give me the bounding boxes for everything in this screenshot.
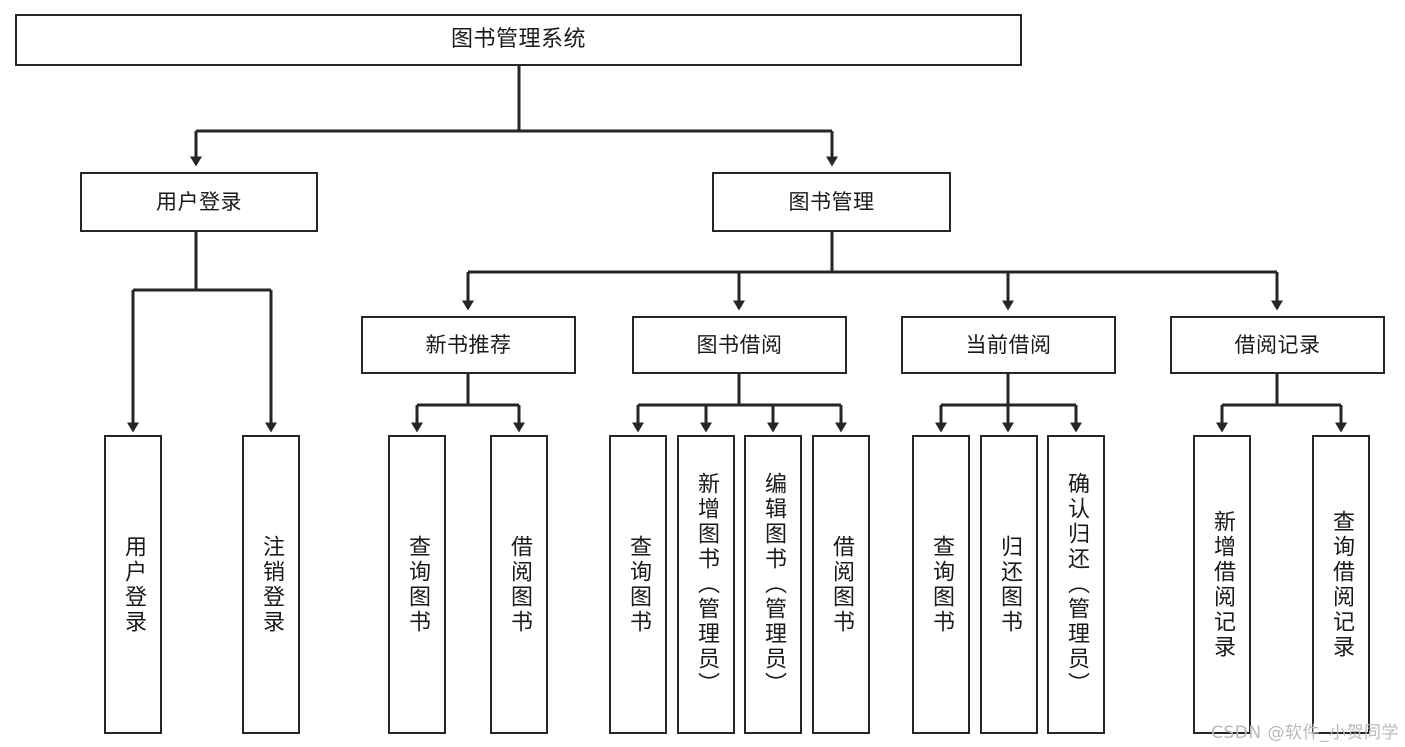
node-leaf-add-record[interactable]: 新增借阅记录 bbox=[1193, 435, 1251, 734]
node-leaf-return-book-label: 归还图书 bbox=[997, 534, 1022, 635]
node-leaf-edit-book-label: 编辑图书（管理员） bbox=[761, 472, 786, 697]
node-leaf-return-book[interactable]: 归还图书 bbox=[980, 435, 1038, 734]
node-new-book-recommend[interactable]: 新书推荐 bbox=[361, 316, 576, 374]
node-leaf-query-record[interactable]: 查询借阅记录 bbox=[1312, 435, 1370, 734]
node-book-management-label: 图书管理 bbox=[788, 189, 875, 214]
node-leaf-confirm-return[interactable]: 确认归还（管理员） bbox=[1047, 435, 1105, 734]
node-leaf-borrow-book-1[interactable]: 借阅图书 bbox=[490, 435, 548, 734]
node-root-book-management-system[interactable]: 图书管理系统 bbox=[15, 14, 1022, 66]
node-new-book-recommend-label: 新书推荐 bbox=[425, 332, 512, 357]
node-leaf-user-login-label: 用户登录 bbox=[121, 534, 146, 635]
node-leaf-query-record-label: 查询借阅记录 bbox=[1329, 509, 1354, 660]
node-user-login-label: 用户登录 bbox=[156, 189, 242, 214]
node-leaf-borrow-book-1-label: 借阅图书 bbox=[507, 534, 532, 635]
node-book-management[interactable]: 图书管理 bbox=[712, 172, 951, 232]
node-current-borrow[interactable]: 当前借阅 bbox=[901, 316, 1116, 374]
node-book-borrow[interactable]: 图书借阅 bbox=[632, 316, 847, 374]
node-leaf-user-login[interactable]: 用户登录 bbox=[104, 435, 162, 734]
node-leaf-borrow-book-2-label: 借阅图书 bbox=[829, 534, 854, 635]
node-leaf-confirm-return-label: 确认归还（管理员） bbox=[1064, 472, 1089, 697]
node-leaf-query-book-2[interactable]: 查询图书 bbox=[609, 435, 667, 734]
node-root-label: 图书管理系统 bbox=[450, 27, 586, 53]
watermark: CSDN @软件_小贺同学 bbox=[1211, 723, 1399, 743]
node-borrow-record-label: 借阅记录 bbox=[1234, 332, 1321, 357]
node-leaf-query-book-1-label: 查询图书 bbox=[405, 534, 430, 635]
node-leaf-borrow-book-2[interactable]: 借阅图书 bbox=[812, 435, 870, 734]
node-leaf-edit-book[interactable]: 编辑图书（管理员） bbox=[744, 435, 802, 734]
node-leaf-logout[interactable]: 注销登录 bbox=[242, 435, 300, 734]
node-leaf-add-record-label: 新增借阅记录 bbox=[1210, 509, 1235, 660]
node-leaf-add-book-label: 新增图书（管理员） bbox=[694, 472, 719, 697]
node-leaf-query-book-3[interactable]: 查询图书 bbox=[912, 435, 970, 734]
node-leaf-query-book-1[interactable]: 查询图书 bbox=[388, 435, 446, 734]
node-leaf-logout-label: 注销登录 bbox=[259, 534, 284, 635]
node-user-login[interactable]: 用户登录 bbox=[80, 172, 318, 232]
node-current-borrow-label: 当前借阅 bbox=[965, 332, 1052, 357]
node-leaf-query-book-2-label: 查询图书 bbox=[626, 534, 651, 635]
node-leaf-query-book-3-label: 查询图书 bbox=[929, 534, 954, 635]
node-book-borrow-label: 图书借阅 bbox=[696, 332, 783, 357]
node-leaf-add-book[interactable]: 新增图书（管理员） bbox=[677, 435, 735, 734]
node-borrow-record[interactable]: 借阅记录 bbox=[1170, 316, 1385, 374]
